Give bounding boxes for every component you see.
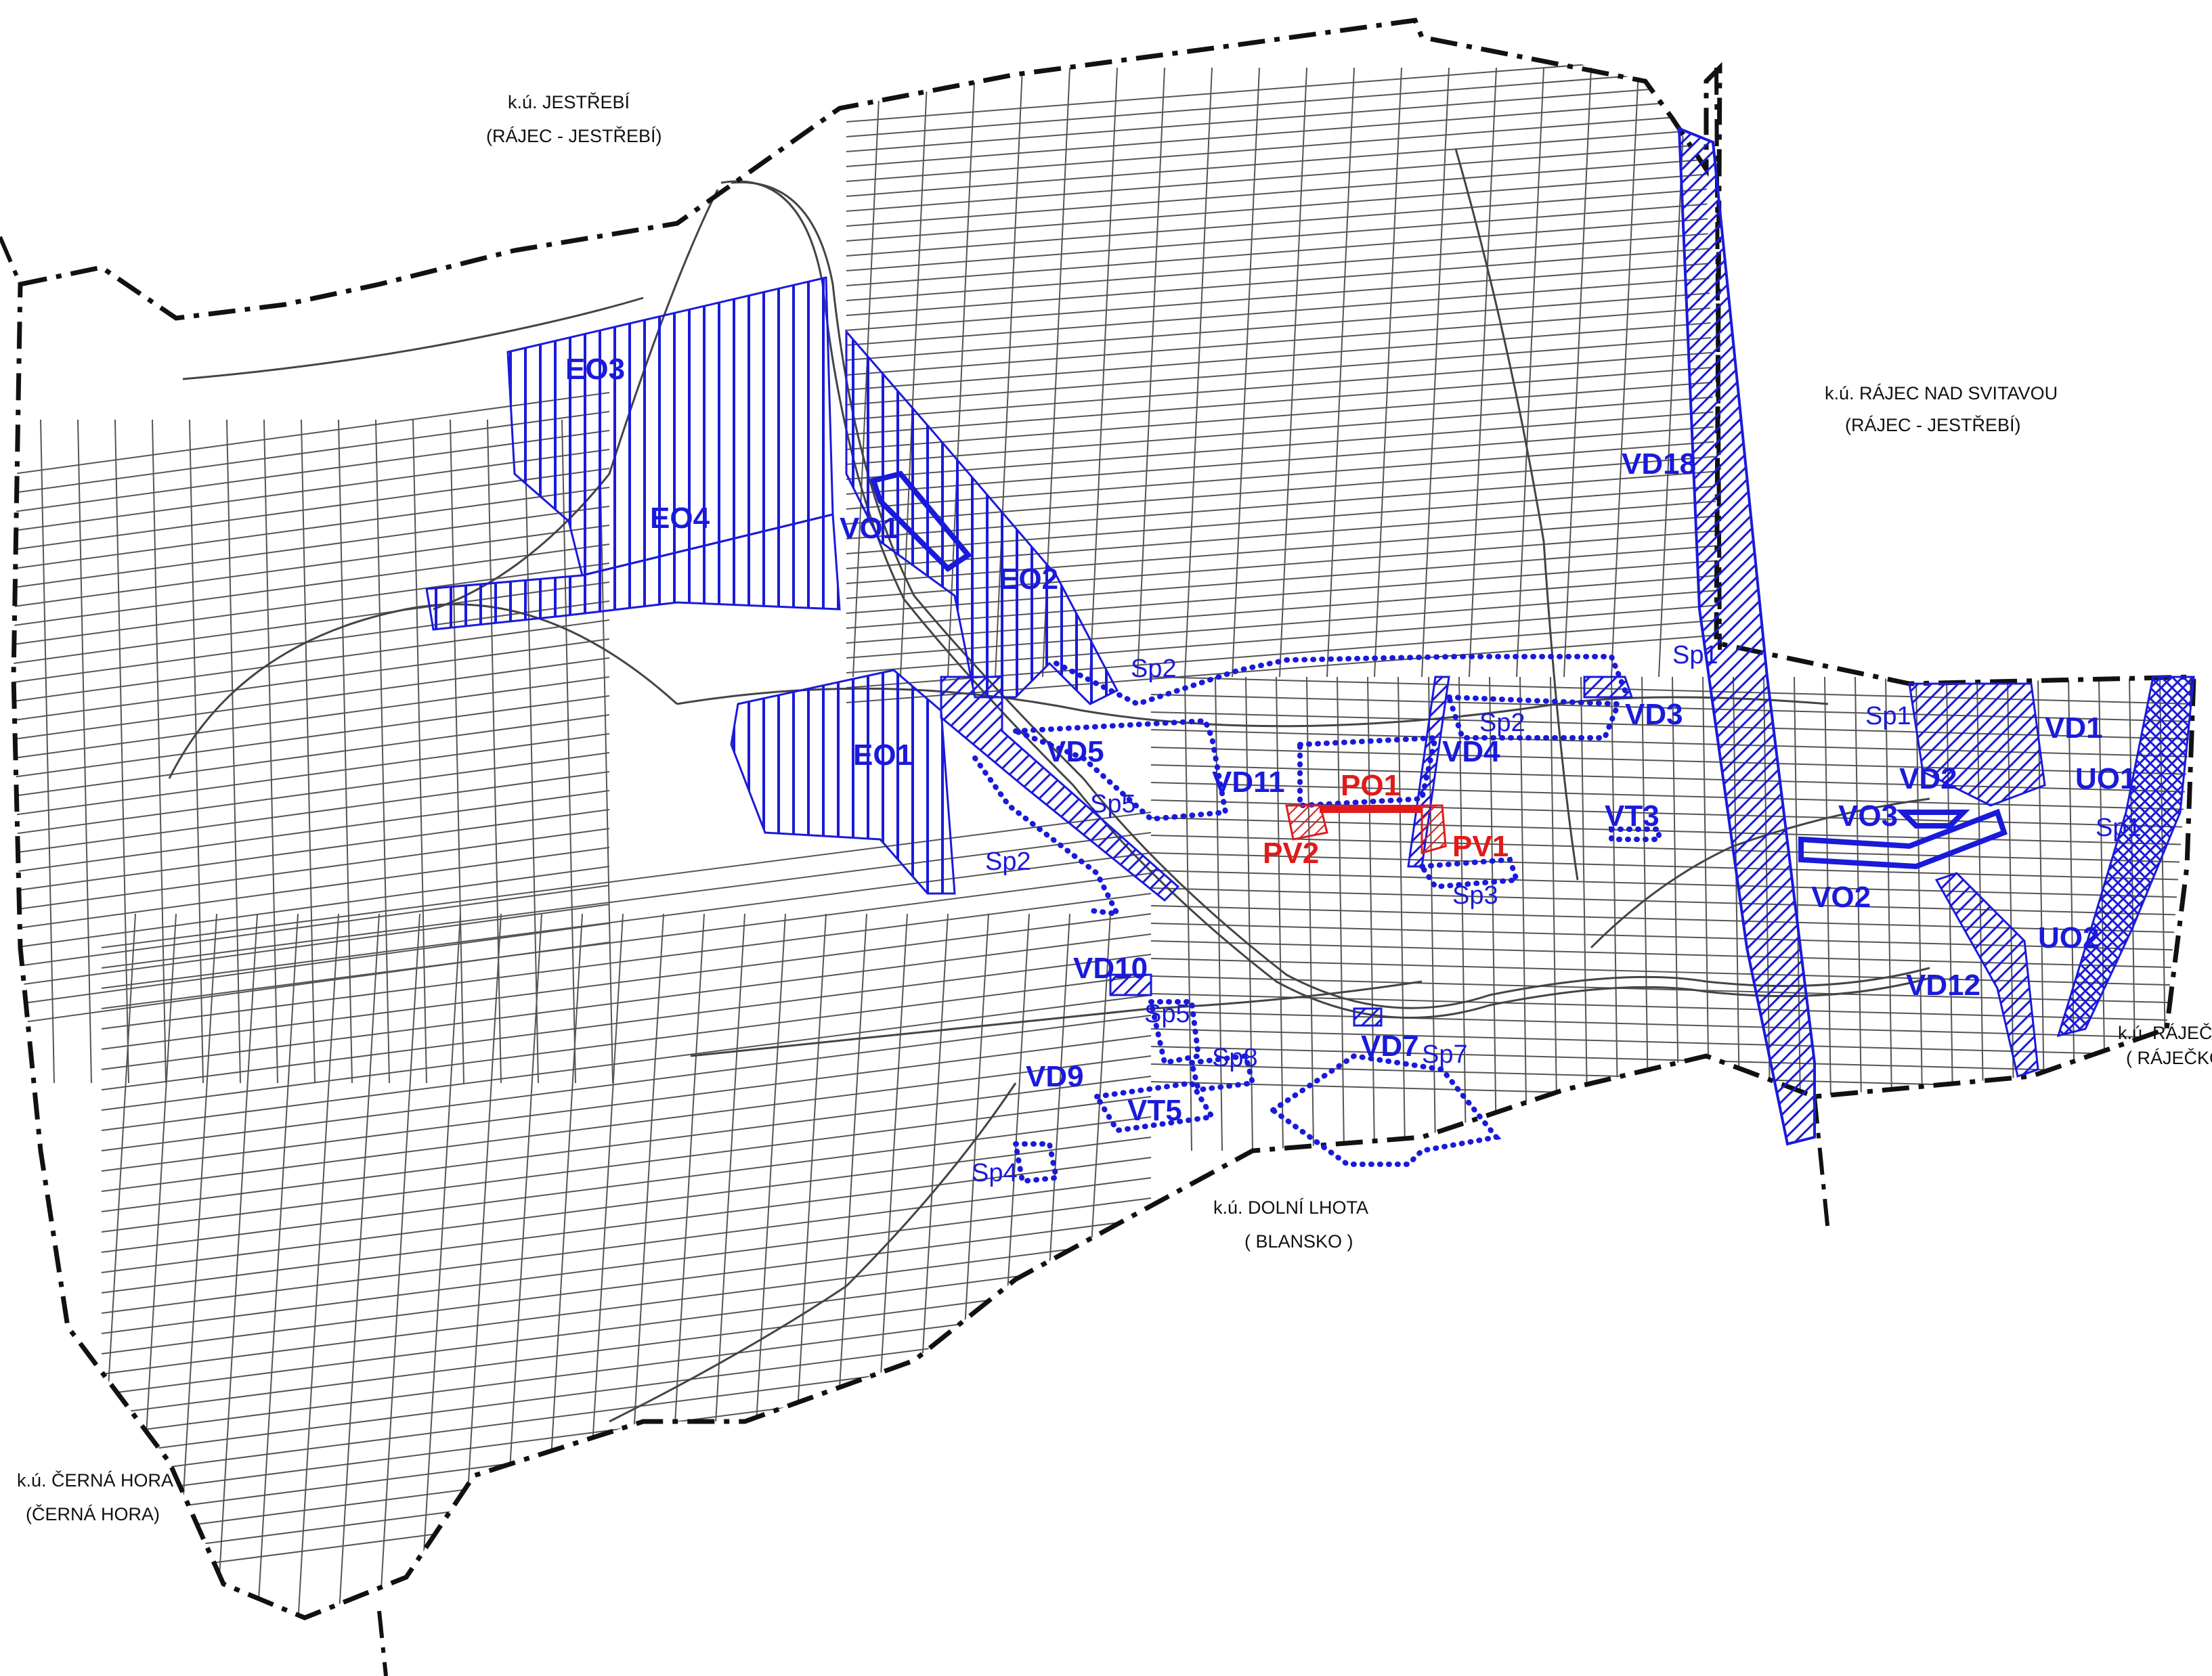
zone-code-labels: EO3 EO4 VO1 EO2 EO1 VD18 VD5 VD11 VD4 VD… [565,353,2136,1127]
zone-label-vd2: VD2 [1899,762,1957,795]
perimeter-sp2-west [972,755,1122,917]
sp-label-sp1-north: Sp1 [1672,641,1718,669]
zone-vd12-area [1934,872,2039,1078]
zone-vo3-outline [1798,808,2008,870]
blue-outlined-zones [869,470,2008,870]
sp-label-sp5-south: Sp5 [1144,1000,1190,1028]
zone-po1-area [1320,805,1423,813]
zone-uo-area [2056,676,2195,1038]
zone-pv1-area [1421,804,1447,854]
zone-label-vd1: VD1 [2045,711,2103,745]
sp-label-sp1-east: Sp1 [2096,814,2142,842]
area-name-cerna: k.ú. ČERNÁ HORA [17,1470,173,1491]
zone-label-vd11: VD11 [1212,766,1285,799]
sp-label-sp8: Sp8 [1212,1044,1258,1072]
perimeter-vt3 [1609,826,1662,842]
perimeter-vd5 [1014,718,1229,822]
zone-eo1-area [730,669,956,895]
zone-label-vt5: VT5 [1127,1094,1182,1127]
cadastral-divider-southwest [377,1610,388,1676]
sp-label-sp2-north: Sp2 [1131,655,1177,683]
area-sub-cerna: (ČERNÁ HORA) [26,1503,160,1524]
municipality-boundary [11,18,2196,1620]
cadastral-area-labels: k.ú. JESTŘEBÍ (RÁJEC - JESTŘEBÍ) k.ú. RÁ… [17,91,2212,1524]
zone-label-vo1: VO1 [840,512,899,545]
sp-label-sp2-east: Sp2 [1479,709,1525,737]
sp-label-sp2-west: Sp2 [985,847,1031,876]
red-zones [1285,804,1447,854]
area-name-rajecko: k.ú. RÁJEČK [2118,1022,2212,1043]
zone-vd1-area [1908,682,2046,807]
perimeter-sp8 [1188,1053,1256,1093]
area-name-rajec: k.ú. RÁJEC NAD SVITAVOU [1825,383,2058,403]
sp-label-sp4: Sp4 [972,1159,1018,1187]
zone-label-vd3: VD3 [1625,698,1683,731]
zone-label-vd9: VD9 [1026,1060,1084,1093]
zone-label-vt3: VT3 [1605,799,1660,833]
cadastral-divider-south [1813,1096,1830,1233]
zone-vd18-area [1677,126,1816,1146]
area-sub-rajec: (RÁJEC - JESTŘEBÍ) [1845,414,2021,435]
zone-vd7-area [1353,1007,1383,1027]
dotted-perimeters [972,654,1662,1185]
zone-vd2-outline [1896,810,1970,829]
zone-eo4-area [425,513,841,631]
sp-label-sp5-north: Sp5 [1090,790,1136,818]
zone-label-eo2: EO2 [999,563,1058,596]
zone-label-uo1: UO1 [2075,762,2136,795]
perimeter-vd11 [1297,734,1439,809]
zone-label-eo1: EO1 [853,738,913,772]
zone-label-vd5: VD5 [1046,735,1104,768]
perimeter-sp5-south [1148,999,1202,1066]
zone-label-po1: PO1 [1341,769,1400,802]
zone-label-pv1: PV1 [1452,830,1509,863]
zone-label-vo2: VO2 [1811,881,1871,914]
red-zone-labels: PO1 PV2 PV1 [1263,769,1509,870]
area-name-dolni: k.ú. DOLNÍ LHOTA [1213,1197,1368,1218]
perimeter-vd4 [1445,694,1622,741]
perimeter-vt5 [1092,1080,1217,1134]
zone-label-vo3: VO3 [1838,799,1898,833]
zone-pv2-area [1285,804,1328,841]
zone-label-eo4: EO4 [650,502,710,535]
zone-vd10-area [1109,973,1152,996]
area-name-jestrebi: k.ú. JESTŘEBÍ [508,91,630,112]
area-sub-rajecko: ( RÁJEČKO [2126,1047,2212,1068]
zone-label-vd7: VD7 [1361,1030,1419,1063]
zone-label-vd10: VD10 [1073,952,1148,985]
perimeter-sp2-north [1054,654,1628,707]
perimeter-vd7 [1268,1053,1502,1167]
zone-label-pv2: PV2 [1263,837,1319,870]
zone-vo1-outline [869,470,972,573]
zone-vd5-area [940,676,1180,902]
zone-eo2-area [845,328,1119,705]
sp-label-sp3: Sp3 [1452,881,1498,910]
area-sub-dolni: ( BLANSKO ) [1244,1231,1353,1252]
perimeter-sp4 [1012,1141,1060,1185]
sp-labels: Sp2 Sp1 Sp2 Sp5 Sp2 Sp3 Sp1 Sp1 Sp5 Sp8 … [972,641,2142,1187]
zone-label-vd12: VD12 [1906,969,1980,1002]
zone-label-vd4: VD4 [1442,735,1500,768]
zone-label-eo3: EO3 [565,353,625,386]
sp-label-sp1-mid: Sp1 [1865,702,1911,730]
zone-label-vd18: VD18 [1622,447,1696,481]
sp-label-sp7: Sp7 [1422,1040,1468,1069]
zone-vd3-area [1583,676,1634,699]
cadastral-divider-west [0,236,22,286]
zone-label-uo2: UO2 [2038,921,2099,954]
area-sub-jestrebi: (RÁJEC - JESTŘEBÍ) [486,125,662,146]
blue-hatched-zones [425,126,2195,1146]
